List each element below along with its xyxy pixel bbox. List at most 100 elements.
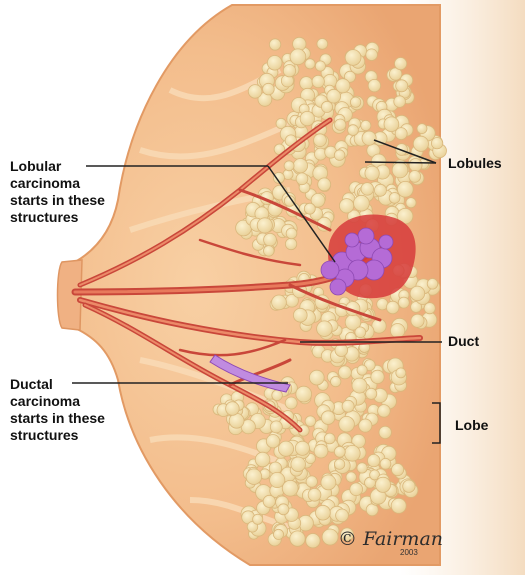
- lobule-bubble: [268, 38, 282, 51]
- lobule-bubble: [338, 198, 355, 214]
- lobule-bubble: [265, 434, 281, 449]
- lobule-bubble: [374, 476, 391, 493]
- lobule-bubble: [252, 513, 264, 525]
- lobule-bubble: [383, 116, 400, 132]
- lobule-bubble: [377, 404, 391, 418]
- lobule-clusters: [212, 36, 447, 549]
- milk-ducts: [71, 117, 423, 433]
- lobule-bubble: [284, 237, 298, 251]
- lobule-bubble: [349, 482, 364, 497]
- lobule-bubble: [361, 130, 377, 146]
- lobule-bubble: [409, 285, 426, 302]
- lobule-bubble: [373, 183, 387, 197]
- lobular-carcinoma: [320, 214, 416, 299]
- lobule-bubble: [347, 124, 359, 136]
- lobule-bubble: [245, 468, 263, 485]
- ductal-label-line: carcinoma: [10, 393, 81, 409]
- lobe-label: Lobe: [455, 417, 489, 433]
- lobule-bubble: [349, 96, 362, 108]
- lobule-bubble: [394, 57, 408, 71]
- lobule-bubble: [333, 445, 346, 458]
- lobule-bubble: [356, 462, 368, 474]
- lobular-label-line: carcinoma: [10, 175, 81, 191]
- lobule-bubble: [397, 296, 410, 309]
- lobule-bubble: [308, 369, 325, 386]
- nipple: [56, 259, 83, 331]
- lobule-bubble: [262, 82, 275, 96]
- lobule-bubble: [285, 227, 298, 240]
- lobule-bubble: [275, 118, 287, 130]
- lobule-bubble: [262, 494, 276, 508]
- lobule-bubble: [303, 202, 316, 215]
- lobule-bubble: [281, 479, 299, 497]
- lobule-bubble: [408, 158, 423, 172]
- lobule-bubble: [321, 528, 339, 546]
- lobule-bubble: [334, 118, 347, 131]
- lobule-bubble: [289, 48, 307, 66]
- lobule-bubble: [360, 120, 372, 132]
- lobule-bubble: [254, 451, 271, 468]
- lobule-bubble: [294, 440, 310, 456]
- lobule-bubble: [408, 170, 422, 183]
- lobule-bubble: [370, 369, 385, 384]
- lobule-bubble: [386, 300, 400, 315]
- lobule-bubble: [364, 165, 380, 181]
- lobule-bubble: [283, 195, 296, 207]
- lobule-bubble: [277, 440, 294, 457]
- duct-label: Duct: [448, 333, 480, 349]
- lobule-bubble: [365, 48, 378, 61]
- lobule-bubble: [273, 143, 286, 156]
- leader-lines: [72, 139, 442, 444]
- lobule-bubble: [396, 181, 414, 198]
- lobule-bubble: [323, 432, 336, 445]
- lobular-label-line: structures: [10, 209, 79, 225]
- lobule-bubble: [277, 503, 290, 516]
- lobule-bubble: [320, 100, 333, 113]
- lobule-bubble: [394, 127, 408, 141]
- lobule-bubble: [358, 418, 373, 433]
- lobule-bubble: [271, 294, 287, 311]
- lobule-bubble: [388, 192, 401, 204]
- lobular-label-line: starts in these: [10, 192, 105, 208]
- lobule-bubble: [263, 232, 277, 247]
- lobule-bubble: [341, 399, 355, 413]
- lobule-bubble: [271, 389, 283, 402]
- lobule-bubble: [405, 197, 417, 209]
- lobule-bubble: [412, 135, 429, 152]
- lobule-bubble: [256, 217, 273, 234]
- lobule-bubble: [269, 471, 286, 488]
- ductal-label-line: starts in these: [10, 410, 105, 426]
- lobule-bubble: [316, 38, 329, 50]
- lobule-bubble: [410, 301, 423, 313]
- lobule-bubble: [354, 326, 367, 339]
- lobule-bubble: [284, 396, 298, 410]
- lobule-bubble: [295, 172, 309, 186]
- lobule-bubble: [426, 278, 439, 290]
- lobule-bubble: [290, 456, 306, 473]
- lobule-bubble: [310, 193, 326, 208]
- lobule-bubble: [315, 504, 331, 521]
- lobule-bubble: [344, 49, 362, 66]
- lobule-bubble: [304, 58, 316, 70]
- lobule-bubble: [247, 84, 263, 99]
- lobule-bubble: [311, 74, 325, 89]
- lobule-bubble: [263, 245, 275, 257]
- lobule-bubble: [272, 528, 284, 540]
- lobule-bubble: [378, 425, 392, 439]
- lobule-bubble: [395, 79, 409, 93]
- artist-signature: © Fairman: [338, 528, 443, 550]
- lobule-bubble: [282, 64, 297, 78]
- lobule-bubble: [395, 367, 407, 379]
- lobule-bubble: [402, 479, 416, 493]
- lobule-bubble: [390, 497, 407, 514]
- lobule-bubble: [389, 323, 406, 339]
- lobule-bubble: [272, 171, 285, 184]
- lobule-bubble: [338, 416, 355, 433]
- copyright-symbol: ©: [338, 528, 357, 550]
- lobule-bubble: [299, 111, 315, 127]
- lobule-bubble: [335, 78, 351, 94]
- artist-name: Fairman: [363, 528, 444, 550]
- lobule-bubble: [388, 67, 403, 81]
- lobule-bubble: [367, 453, 381, 468]
